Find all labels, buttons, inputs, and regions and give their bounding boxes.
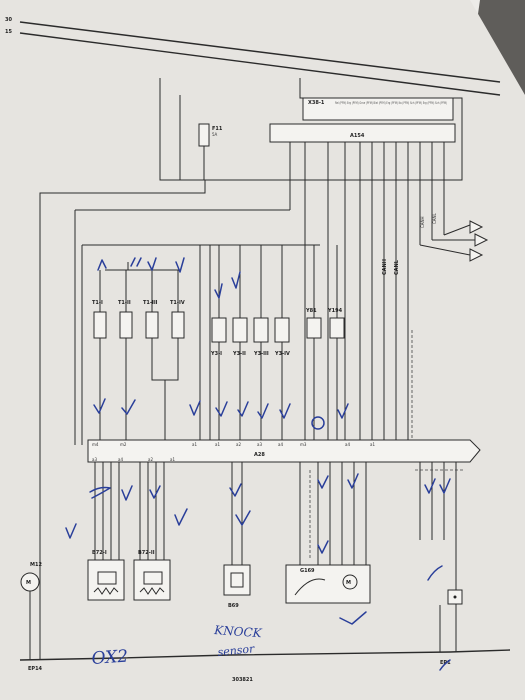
motor-m12-symbol: M bbox=[26, 580, 31, 586]
fuse-f11-label: F11 bbox=[212, 126, 223, 132]
valve-y194-label: Y194 bbox=[327, 308, 343, 314]
off-page-arrows bbox=[419, 220, 489, 262]
handwritten-knock-note: KNOCK bbox=[213, 623, 263, 640]
svg-text:a1: a1 bbox=[192, 442, 197, 447]
svg-text:a1: a1 bbox=[170, 457, 175, 462]
ecu-pin-labels: m4 m2 a1 a1 a2 a3 a4 m3 a4 a1 a3 a4 a2 a1 bbox=[92, 442, 375, 462]
connector-a154 bbox=[269, 123, 456, 143]
connector-a154-label: A154 bbox=[350, 133, 365, 139]
svg-text:m2: m2 bbox=[120, 442, 127, 447]
relay-panel bbox=[302, 97, 454, 121]
svg-text:a4: a4 bbox=[345, 442, 350, 447]
injector-2-label: T1-II bbox=[118, 300, 131, 306]
svg-text:a4: a4 bbox=[278, 442, 283, 447]
lower-wiring bbox=[94, 462, 465, 590]
relay-panel-label: X38-1 bbox=[308, 100, 325, 106]
ground-ep14-label: EP14 bbox=[28, 666, 43, 672]
svg-text:a1: a1 bbox=[215, 442, 220, 447]
throttle-label: G169 bbox=[300, 568, 315, 574]
coil-group bbox=[209, 245, 290, 440]
rail-30-label: 30 bbox=[5, 17, 12, 23]
injector-4-label: T1-IV bbox=[170, 300, 185, 306]
svg-text:M: M bbox=[346, 580, 351, 586]
svg-text:m3: m3 bbox=[300, 442, 307, 447]
fuse-f11-rating: 5A bbox=[212, 132, 218, 137]
lambda-sensor-1-label: B72-I bbox=[92, 550, 107, 556]
coil-3-label: Y3-III bbox=[253, 351, 269, 357]
motor-m12-label: M12 bbox=[30, 562, 42, 568]
valve-y81-label: Y81 bbox=[305, 308, 317, 314]
svg-text:a4: a4 bbox=[118, 457, 123, 462]
svg-text:a3: a3 bbox=[92, 457, 97, 462]
svg-text:m4: m4 bbox=[92, 442, 99, 447]
lambda-sensor-2-label: B72-II bbox=[138, 550, 155, 556]
ecu-a28 bbox=[87, 439, 481, 463]
injector-1-label: T1-I bbox=[92, 300, 103, 306]
valve-group bbox=[306, 245, 345, 440]
canh-label: CANH bbox=[382, 259, 388, 275]
drawing-number: 303821 bbox=[232, 677, 253, 683]
svg-text:a2: a2 bbox=[236, 442, 241, 447]
throttle-unit bbox=[285, 564, 371, 604]
canh-label-upper: CANH bbox=[420, 216, 425, 228]
svg-text:a2: a2 bbox=[148, 457, 153, 462]
fuse-f11 bbox=[198, 123, 210, 147]
knock-sensor-label: B69 bbox=[228, 603, 239, 609]
svg-text:a3: a3 bbox=[257, 442, 262, 447]
coil-1-label: Y3-I bbox=[210, 351, 222, 357]
svg-text:a1: a1 bbox=[370, 442, 375, 447]
handwritten-checkmarks bbox=[65, 257, 451, 671]
coil-4-label: Y3-IV bbox=[274, 351, 290, 357]
injector-group bbox=[93, 262, 185, 440]
ecu-a28-label: A28 bbox=[254, 452, 265, 458]
rail-15-label: 15 bbox=[5, 29, 12, 35]
canl-label: CANL bbox=[394, 259, 400, 275]
handwritten-oxygen-note: OX2 bbox=[91, 646, 129, 669]
canl-label-upper: CANL bbox=[432, 212, 437, 224]
injector-3-label: T1-III bbox=[143, 300, 158, 306]
handwritten-sensor-note: sensor bbox=[217, 642, 256, 659]
coil-2-label: Y3-II bbox=[232, 351, 246, 357]
bus-lines bbox=[304, 142, 445, 445]
relay-panel-pins: Rel (PFM) Erg (PFM) Grrw (PFM) Biel (PFM… bbox=[335, 101, 447, 105]
